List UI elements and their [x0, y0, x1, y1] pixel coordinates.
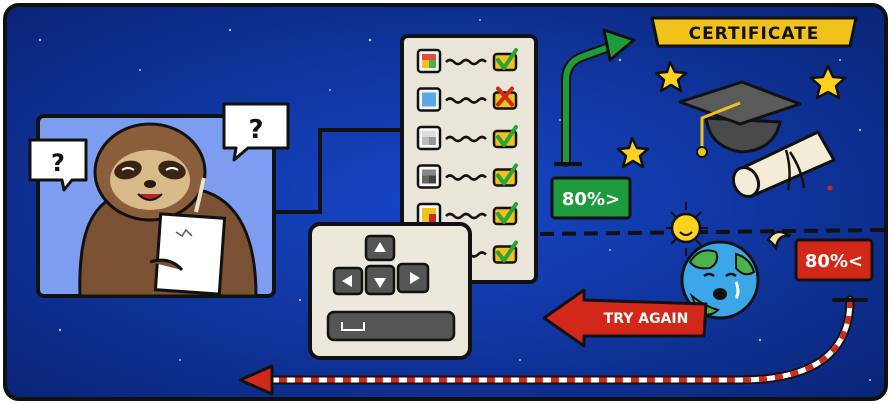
checklist-row — [416, 86, 518, 112]
checkmark-icon — [492, 48, 518, 72]
squiggle-line — [445, 212, 487, 220]
question-bubble-right: ? — [222, 102, 290, 162]
star-icon — [654, 60, 688, 93]
try-again-arrow: TRY AGAIN — [542, 288, 708, 348]
warning-image-icon — [416, 202, 442, 228]
grid-image-icon — [416, 164, 442, 189]
question-bubble-left: ? — [28, 138, 88, 192]
question-mark-right: ? — [248, 115, 263, 145]
arrow-up-key[interactable] — [364, 234, 396, 262]
certificate-banner: CERTIFICATE — [650, 16, 858, 48]
dashed-divider — [539, 228, 885, 236]
checklist-row — [416, 125, 518, 151]
fail-threshold-label: 80%< — [805, 251, 863, 272]
checkmark-icon — [492, 202, 518, 226]
pass-threshold-label: 80%> — [562, 189, 620, 210]
checklist-row — [416, 163, 518, 189]
graduation-cap-icon — [678, 80, 802, 158]
squiggle-line — [445, 58, 487, 66]
pencil — [194, 177, 206, 213]
sloth-frame: ? ? — [28, 102, 290, 298]
squiggle-line — [445, 97, 487, 104]
checklist-row — [416, 202, 518, 228]
connector-line — [276, 128, 402, 214]
pass-threshold-badge: 80%> — [550, 176, 632, 220]
certificate-label: CERTIFICATE — [689, 24, 820, 44]
arrow-right-key[interactable] — [396, 262, 430, 294]
background-dots — [38, 19, 871, 381]
pass-arrow — [554, 28, 636, 167]
star-icon — [616, 136, 650, 169]
sun-icon — [666, 202, 708, 256]
sloth-mouth — [137, 193, 163, 201]
checkmark-icon — [492, 240, 518, 264]
decor-dot — [827, 185, 833, 191]
document-image-icon — [416, 125, 442, 151]
diploma-scroll-icon — [731, 130, 836, 199]
try-again-label: TRY AGAIN — [604, 311, 689, 327]
moon-icon — [766, 230, 791, 252]
star-icon — [809, 64, 847, 100]
return-path-arrow — [238, 295, 868, 396]
cross-icon — [492, 86, 518, 110]
squiggle-line — [445, 174, 487, 181]
arrow-left-key[interactable] — [332, 266, 364, 296]
checkmark-icon — [492, 163, 518, 187]
question-mark-left: ? — [51, 149, 65, 177]
squiggle-line — [445, 135, 487, 143]
checkmark-icon — [492, 125, 518, 149]
fail-threshold-badge: 80%< — [794, 238, 874, 282]
checklist-row — [416, 48, 518, 74]
arrow-image-icon — [416, 87, 442, 112]
colorful-image-icon — [416, 48, 442, 74]
checklist-panel — [400, 34, 538, 284]
keyboard-panel — [308, 222, 472, 360]
spacebar-key[interactable] — [326, 310, 456, 342]
arrow-down-key[interactable] — [364, 264, 396, 296]
notepad — [153, 212, 227, 296]
